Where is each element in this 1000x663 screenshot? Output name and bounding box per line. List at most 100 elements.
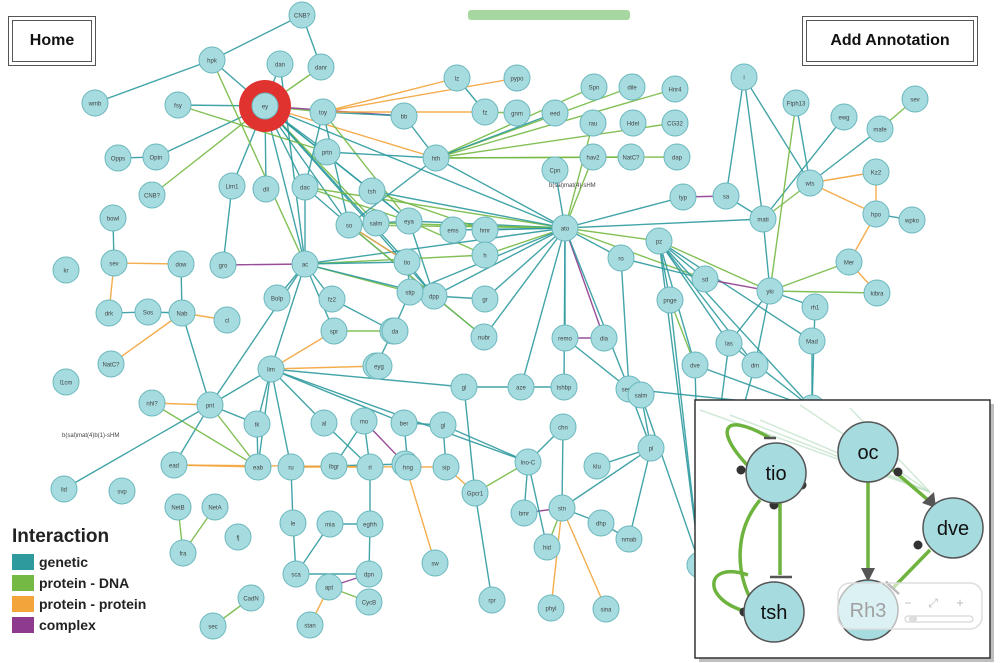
graph-node-circle[interactable] (691, 265, 719, 293)
graph-node-circle[interactable] (198, 46, 226, 74)
graph-node-dac[interactable]: dac (291, 173, 319, 201)
graph-node-stan[interactable]: stan (296, 611, 324, 639)
graph-node-circle[interactable] (471, 241, 499, 269)
graph-node-circle[interactable] (199, 612, 227, 640)
graph-node-hnr4[interactable]: Hnr4 (661, 75, 689, 103)
graph-node-circle[interactable] (533, 533, 561, 561)
graph-node-circle[interactable] (394, 453, 422, 481)
graph-node-gl2[interactable]: gl (429, 411, 457, 439)
graph-node-ead[interactable]: ead (160, 451, 188, 479)
graph-node-l1cm[interactable]: l1cm (52, 368, 80, 396)
graph-node-circle[interactable] (741, 351, 769, 379)
graph-node-circle[interactable] (422, 144, 450, 172)
graph-node-circle[interactable] (396, 278, 424, 306)
graph-node-circle[interactable] (645, 227, 673, 255)
graph-node-da[interactable]: da (381, 317, 409, 345)
graph-node-nmab[interactable]: nmab (615, 525, 643, 553)
graph-node-nat2[interactable]: NatC? (617, 143, 645, 171)
graph-node-circle[interactable] (395, 207, 423, 235)
graph-node-circle[interactable] (801, 293, 829, 321)
graph-node-circle[interactable] (619, 109, 647, 137)
graph-node-tshbp[interactable]: tshbp (550, 373, 578, 401)
graph-node-circle[interactable] (52, 256, 80, 284)
graph-node-opa[interactable]: Opps (104, 144, 132, 172)
graph-node-hdel[interactable]: Hdel (619, 109, 647, 137)
graph-node-circle[interactable] (835, 248, 863, 276)
graph-node-circle[interactable] (866, 115, 894, 143)
graph-node-circle[interactable] (142, 143, 170, 171)
graph-node-yki[interactable]: yki (756, 277, 784, 305)
graph-node-ato[interactable]: ato (551, 214, 579, 242)
graph-node-so[interactable]: so (335, 211, 363, 239)
graph-node-stip[interactable]: stip (396, 278, 424, 306)
graph-node-circle[interactable] (514, 448, 542, 476)
zoom-node-dve[interactable] (922, 497, 984, 559)
graph-node-mo[interactable]: mo (350, 407, 378, 435)
graph-node-circle[interactable] (443, 64, 471, 92)
graph-node-circle[interactable] (579, 109, 607, 137)
graph-node-rpr[interactable]: rpr (478, 586, 506, 614)
graph-node-salm2[interactable]: salm (627, 381, 655, 409)
graph-node-rl[interactable]: rl (356, 453, 384, 481)
graph-node-rh1[interactable]: rh1 (801, 293, 829, 321)
graph-node-klu[interactable]: klu (583, 452, 611, 480)
graph-node-circle[interactable] (507, 373, 535, 401)
graph-node-circle[interactable] (365, 352, 393, 380)
graph-node-lz[interactable]: lz (443, 64, 471, 92)
graph-node-circle[interactable] (218, 172, 246, 200)
graph-node-circle[interactable] (590, 324, 618, 352)
graph-node-circle[interactable] (355, 560, 383, 588)
graph-node-circle[interactable] (656, 286, 684, 314)
graph-node-circle[interactable] (637, 434, 665, 462)
graph-node-circle[interactable] (320, 452, 348, 480)
graph-node-toy[interactable]: toy (309, 98, 337, 126)
graph-node-circle[interactable] (579, 143, 607, 171)
graph-node-circle[interactable] (470, 323, 498, 351)
graph-node-eyg[interactable]: eyg (365, 352, 393, 380)
graph-node-circle[interactable] (420, 282, 448, 310)
graph-node-l[interactable]: l (730, 63, 758, 91)
zoom-controls[interactable] (837, 582, 983, 630)
graph-node-cnb2[interactable]: CNB? (138, 181, 166, 209)
graph-node-spr[interactable]: spr (320, 317, 348, 345)
graph-node-kr[interactable]: kr (52, 256, 80, 284)
graph-node-dile[interactable]: dile (618, 73, 646, 101)
graph-node-pipe[interactable]: pnge (656, 286, 684, 314)
graph-node-nhl7[interactable]: nhl? (138, 389, 166, 417)
graph-node-lid[interactable]: lid (50, 475, 78, 503)
graph-node-dan[interactable]: dan (266, 50, 294, 78)
graph-node-tsh[interactable]: tsh (358, 177, 386, 205)
graph-node-circle[interactable] (583, 452, 611, 480)
graph-node-netb[interactable]: NetB (164, 493, 192, 521)
graph-node-circle[interactable] (138, 181, 166, 209)
graph-node-sw[interactable]: sw (421, 549, 449, 577)
graph-node-circle[interactable] (607, 244, 635, 272)
graph-node-circle[interactable] (503, 99, 531, 127)
graph-node-circle[interactable] (310, 409, 338, 437)
graph-node-circle[interactable] (580, 73, 608, 101)
graph-node-circle[interactable] (244, 453, 272, 481)
zoom-fit-icon[interactable]: ⤢ (927, 596, 938, 610)
graph-node-hav2[interactable]: hav2 (579, 143, 607, 171)
graph-node-circle[interactable] (169, 539, 197, 567)
graph-node-bmr[interactable]: bmr (510, 499, 538, 527)
graph-node-cpn[interactable]: Cpn (541, 156, 569, 184)
graph-node-circle[interactable] (291, 173, 319, 201)
graph-node-bb[interactable]: bb (390, 102, 418, 130)
graph-node-dm[interactable]: dm (741, 351, 769, 379)
graph-node-circle[interactable] (315, 573, 343, 601)
graph-node-kibra[interactable]: kibra (863, 279, 891, 307)
graph-node-circle[interactable] (362, 209, 390, 237)
graph-node-dve[interactable]: dve (681, 351, 709, 379)
graph-node-hpo[interactable]: hpo (862, 200, 890, 228)
graph-node-circle[interactable] (350, 407, 378, 435)
graph-node-spn[interactable]: Spn (580, 73, 608, 101)
graph-node-hth[interactable]: hth (422, 144, 450, 172)
graph-node-tio[interactable]: tio (393, 248, 421, 276)
graph-node-circle[interactable] (291, 250, 319, 278)
graph-node-neta[interactable]: NetA (201, 493, 229, 521)
graph-node-circle[interactable] (266, 50, 294, 78)
graph-node-cl[interactable]: cl (213, 306, 241, 334)
graph-node-aze[interactable]: aze (507, 373, 535, 401)
graph-node-circle[interactable] (478, 586, 506, 614)
